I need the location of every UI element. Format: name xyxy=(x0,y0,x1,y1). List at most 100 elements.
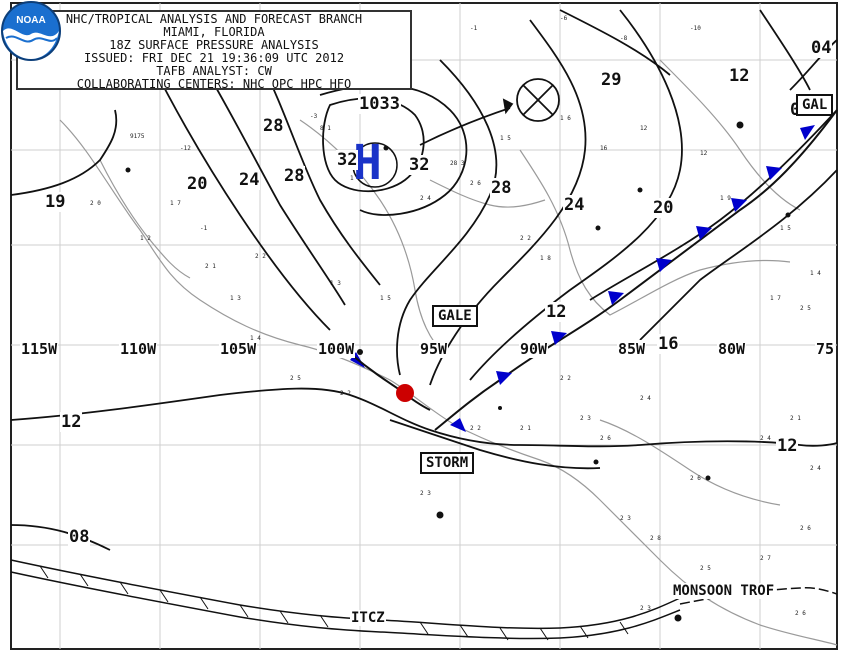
low-pressure-symbol xyxy=(419,78,560,146)
svg-text:2 8: 2 8 xyxy=(650,535,661,542)
longitude-label-110w: 110W xyxy=(119,340,158,358)
svg-text:2 6: 2 6 xyxy=(470,180,481,187)
storm-warning-label: STORM xyxy=(420,452,475,474)
svg-text:1: 1 xyxy=(350,175,354,182)
isobar-label-12: 12 xyxy=(60,412,83,432)
svg-text:2 5: 2 5 xyxy=(290,375,301,382)
isobar-label-24: 24 xyxy=(238,170,261,190)
isobar-label-12: 12 xyxy=(545,302,568,322)
svg-text:2 1: 2 1 xyxy=(790,415,801,422)
svg-text:2 2: 2 2 xyxy=(520,235,531,242)
svg-text:2 1: 2 1 xyxy=(520,425,531,432)
svg-text:1 5: 1 5 xyxy=(380,295,391,302)
svg-text:2 4: 2 4 xyxy=(760,435,771,442)
svg-text:1 5: 1 5 xyxy=(780,225,791,232)
svg-text:2 5: 2 5 xyxy=(800,305,811,312)
svg-text:2 3: 2 3 xyxy=(640,605,651,612)
isobar-label-28: 28 xyxy=(490,178,513,198)
header-line-1: NHC/TROPICAL ANALYSIS AND FORECAST BRANC… xyxy=(65,12,363,26)
svg-text:2 3: 2 3 xyxy=(580,415,591,422)
svg-text:2 6: 2 6 xyxy=(690,475,701,482)
svg-text:2 7: 2 7 xyxy=(760,555,771,562)
svg-text:2 2: 2 2 xyxy=(470,425,481,432)
svg-text:-8: -8 xyxy=(620,35,628,42)
svg-text:2 2: 2 2 xyxy=(560,375,571,382)
svg-text:16: 16 xyxy=(600,145,608,152)
svg-text:1 3: 1 3 xyxy=(230,295,241,302)
svg-text:2 2: 2 2 xyxy=(255,253,266,260)
svg-text:28 3: 28 3 xyxy=(450,160,465,167)
longitude-label-75: 75 xyxy=(815,340,836,358)
svg-text:-1: -1 xyxy=(470,25,478,32)
svg-text:1 4: 1 4 xyxy=(810,270,821,277)
isobar-label-19: 19 xyxy=(44,192,67,212)
monsoon-trough-label: MONSOON TROF xyxy=(672,583,776,599)
isobar-label-04: 04 xyxy=(810,38,833,58)
svg-text:2 4: 2 4 xyxy=(640,395,651,402)
svg-text:1 3: 1 3 xyxy=(330,280,341,287)
analysis-header: NHC/TROPICAL ANALYSIS AND FORECAST BRANC… xyxy=(16,10,412,91)
isobar-label-28: 28 xyxy=(283,166,306,186)
isobar-label-32: 32 xyxy=(408,155,431,175)
svg-text:2 3: 2 3 xyxy=(620,515,631,522)
svg-text:-6: -6 xyxy=(560,15,568,22)
header-line-2: MIAMI, FLORIDA xyxy=(163,25,265,39)
longitude-label-80w: 80W xyxy=(717,340,747,358)
header-line-4: ISSUED: FRI DEC 21 19:36:09 UTC 2012 xyxy=(83,51,345,65)
longitude-label-85w: 85W xyxy=(617,340,647,358)
isobar-label-12: 12 xyxy=(776,436,799,456)
svg-text:2 6: 2 6 xyxy=(600,435,611,442)
svg-text:1 7: 1 7 xyxy=(770,295,781,302)
svg-text:2 4: 2 4 xyxy=(420,195,431,202)
svg-text:-12: -12 xyxy=(180,145,191,152)
svg-text:1 8: 1 8 xyxy=(540,255,551,262)
svg-text:NOAA: NOAA xyxy=(16,15,45,26)
svg-text:-3: -3 xyxy=(310,113,318,120)
isobar-label-32: 32 xyxy=(336,150,359,170)
warm-front xyxy=(351,354,431,411)
svg-text:2 5: 2 5 xyxy=(700,565,711,572)
svg-text:-10: -10 xyxy=(690,25,701,32)
map-frame xyxy=(10,2,838,650)
svg-text:8 1: 8 1 xyxy=(320,125,331,132)
svg-text:2 1: 2 1 xyxy=(205,263,216,270)
longitude-label-105w: 105W xyxy=(219,340,258,358)
isobar-label-08: 08 xyxy=(68,527,91,547)
station-plots: 9175 2 0 -12 1 2 2 1 2 2 -3 1 8 1 2 4 28 3 2 6… xyxy=(90,15,821,617)
header-line-5: TAFB ANALYST: CW xyxy=(156,64,272,78)
gale-warning-label-ne: GAL xyxy=(796,94,834,116)
longitude-label-115w: 115W xyxy=(20,340,59,358)
isobar-label-29: 29 xyxy=(600,70,623,90)
header-line-3: 18Z SURFACE PRESSURE ANALYSIS xyxy=(109,38,319,52)
svg-text:2 3: 2 3 xyxy=(420,490,431,497)
isobar-label-16: 16 xyxy=(657,334,680,354)
svg-text:1 7: 1 7 xyxy=(170,200,181,207)
svg-text:12: 12 xyxy=(700,150,708,157)
svg-text:2 6: 2 6 xyxy=(795,610,806,617)
svg-text:9175: 9175 xyxy=(130,133,145,140)
svg-text:1 6: 1 6 xyxy=(560,115,571,122)
svg-text:2 0: 2 0 xyxy=(90,200,101,207)
svg-text:1 9: 1 9 xyxy=(720,195,731,202)
svg-text:2 4: 2 4 xyxy=(810,465,821,472)
longitude-label-90w: 90W xyxy=(519,340,549,358)
isobar-label-12: 12 xyxy=(728,66,751,86)
isobar-label-1033: 1033 xyxy=(358,94,401,114)
svg-text:1 4: 1 4 xyxy=(250,335,261,342)
isobar-label-20: 20 xyxy=(186,174,209,194)
isobar-label-28: 28 xyxy=(262,116,285,136)
svg-text:-1: -1 xyxy=(200,225,208,232)
svg-text:1 2: 1 2 xyxy=(140,235,151,242)
svg-text:2 6: 2 6 xyxy=(800,525,811,532)
gale-warning-label: GALE xyxy=(432,305,478,327)
itcz-label: ITCZ xyxy=(350,610,386,626)
longitude-label-95w: 95W xyxy=(419,340,449,358)
svg-text:1 5: 1 5 xyxy=(500,135,511,142)
isobar-label-20: 20 xyxy=(652,198,675,218)
noaa-logo-icon: NOAA xyxy=(1,1,61,61)
longitude-label-100w: 100W xyxy=(317,340,356,358)
header-line-6: COLLABORATING CENTERS: NHC OPC HPC HFO xyxy=(76,77,352,91)
svg-text:12: 12 xyxy=(640,125,648,132)
